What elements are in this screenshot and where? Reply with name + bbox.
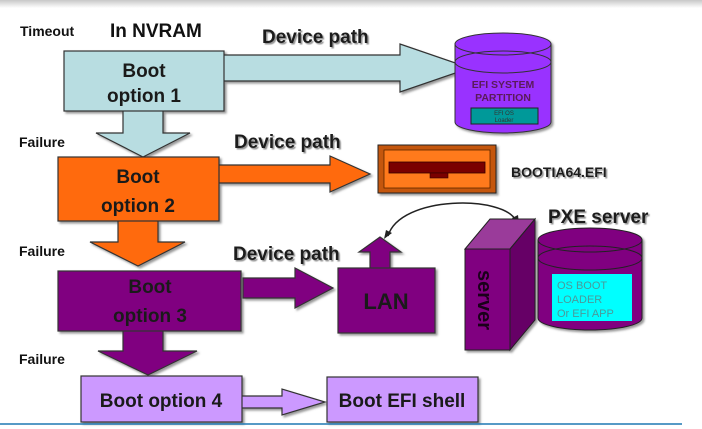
boot-option-2-group — [57, 155, 372, 267]
boot-option-2-box[interactable] — [57, 156, 220, 222]
os-boot-loader-line2: LOADER — [557, 294, 602, 306]
efi-os-loader-line2: Loader — [495, 118, 514, 124]
pxe-server-title: PXE server — [548, 207, 649, 228]
boot-option-3-group — [57, 267, 335, 376]
top-shade — [0, 0, 702, 8]
network-link-arrowhead-left — [384, 230, 392, 239]
os-boot-loader-line1: OS BOOT — [557, 280, 607, 292]
boot-option-1-box[interactable] — [63, 50, 225, 112]
efi-partition-line1: EFI SYSTEM — [472, 79, 535, 91]
device-path-arrow-2 — [217, 155, 372, 193]
efi-shell-label: Boot EFI shell — [339, 391, 466, 412]
efi-os-loader-line1: EFI OS — [494, 111, 514, 117]
boot-option-2-line1: Boot — [116, 167, 160, 188]
timeout-label: Timeout — [20, 23, 75, 39]
device-path-arrow-1 — [222, 43, 472, 93]
boot-option-1-line1: Boot — [122, 61, 166, 82]
efi-shell-box[interactable] — [326, 376, 479, 423]
shell-arrow — [239, 388, 328, 416]
floppy-drive-icon[interactable] — [377, 144, 497, 194]
network-link-curve — [387, 202, 517, 237]
failure-arrow-1 — [95, 109, 191, 158]
device-path-label-3: Device path — [233, 244, 340, 265]
efi-os-loader-box — [470, 107, 539, 125]
boot-option-1-group — [63, 43, 472, 158]
boot-option-4-label: Boot option 4 — [100, 391, 223, 412]
failure-label-2: Failure — [19, 243, 65, 259]
efi-partition-line2: PARTITION — [475, 92, 531, 104]
os-boot-loader-box — [552, 274, 632, 321]
os-boot-loader-line3: Or EFI APP — [557, 308, 614, 320]
failure-label-1: Failure — [19, 134, 65, 150]
device-path-arrow-3 — [242, 267, 335, 309]
lan-group — [337, 236, 436, 334]
server-label: server — [473, 270, 495, 330]
boot-option-4-group — [80, 375, 479, 423]
failure-arrow-3 — [97, 329, 198, 376]
boot-option-2-line2: option 2 — [101, 196, 175, 217]
lan-up-arrow — [357, 236, 403, 270]
bootia64-label: BOOTIA64.EFI — [511, 164, 607, 180]
server-tower-icon[interactable] — [463, 217, 537, 352]
lan-label: LAN — [363, 289, 408, 314]
in-nvram-label: In NVRAM — [110, 21, 202, 42]
device-path-label-2: Device path — [234, 132, 341, 153]
boot-option-3-line1: Boot — [128, 277, 172, 298]
device-path-label-1: Device path — [262, 27, 369, 48]
failure-arrow-2 — [89, 219, 186, 267]
boot-option-4-box[interactable] — [80, 375, 243, 423]
failure-label-3: Failure — [19, 351, 65, 367]
boot-option-3-line2: option 3 — [113, 306, 187, 327]
lan-box[interactable] — [337, 267, 436, 334]
boot-option-1-line2: option 1 — [107, 86, 181, 107]
boot-option-3-box[interactable] — [57, 270, 242, 332]
